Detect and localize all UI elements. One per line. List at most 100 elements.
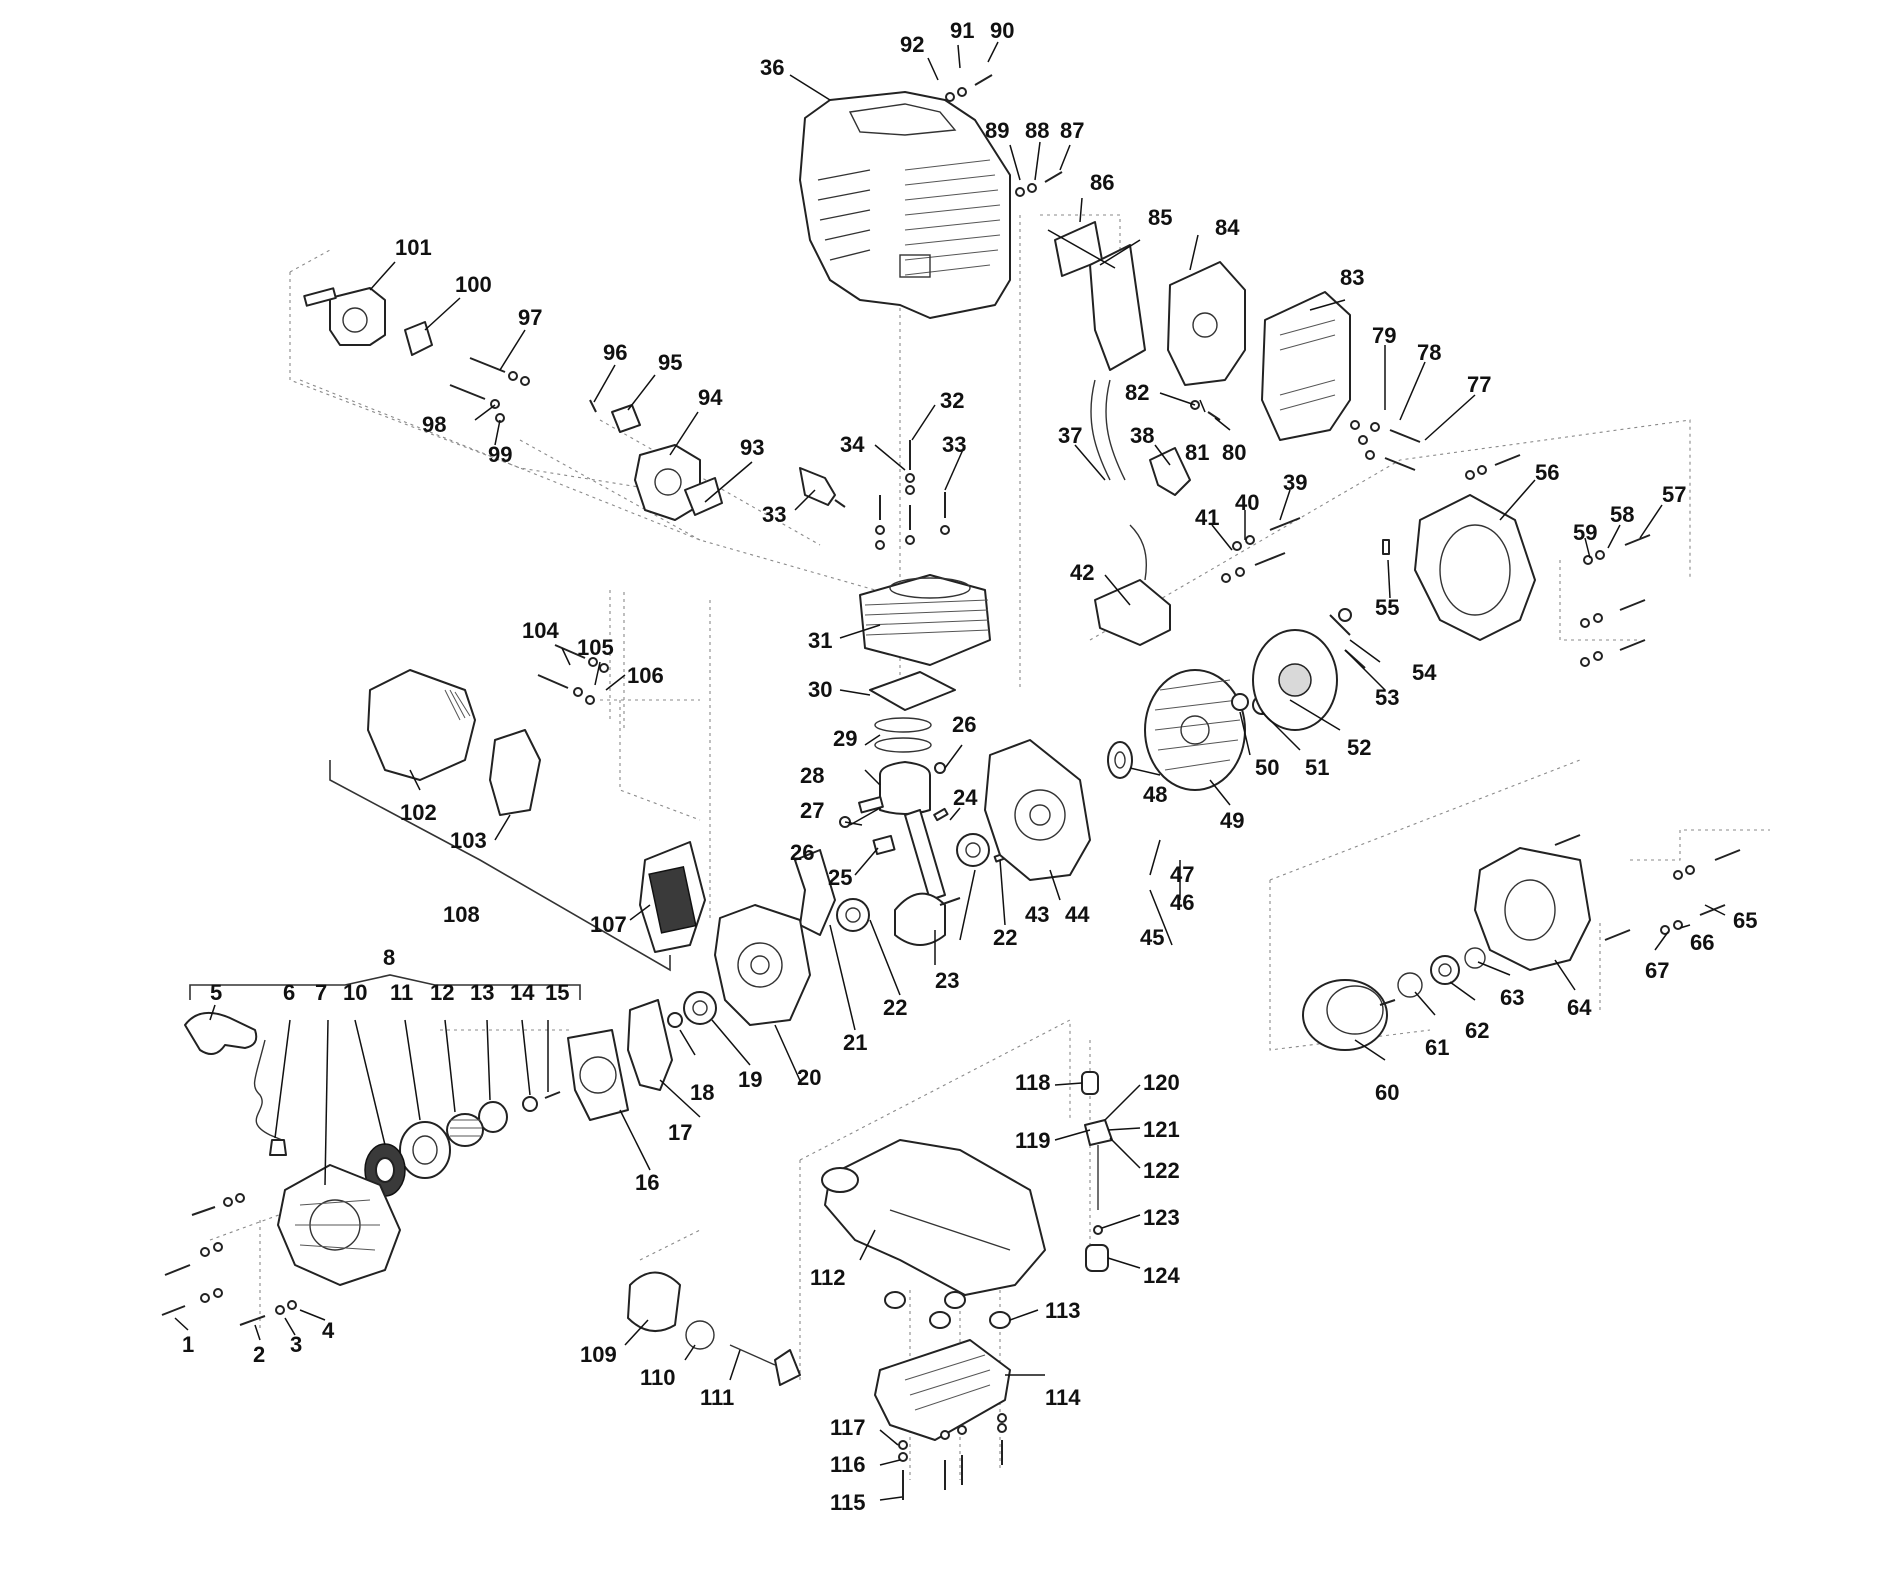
callout-16: 16 — [635, 1170, 659, 1195]
callout-81: 81 — [1185, 440, 1209, 465]
pin-55 — [1382, 539, 1390, 555]
circlip-26-right — [934, 762, 946, 774]
callout-84: 84 — [1215, 215, 1240, 240]
callout-26a: 26 — [790, 840, 814, 865]
spark-plug — [799, 467, 846, 508]
callout-55: 55 — [1375, 595, 1399, 620]
callout-39: 39 — [1283, 470, 1307, 495]
callout-37: 37 — [1058, 423, 1082, 448]
callout-38: 38 — [1130, 423, 1154, 448]
callout-78: 78 — [1417, 340, 1441, 365]
callout-83: 83 — [1340, 265, 1364, 290]
piston-rings — [874, 717, 932, 753]
rope-guide — [269, 1139, 287, 1156]
base-screws — [898, 1413, 1007, 1500]
callout-120: 120 — [1143, 1070, 1180, 1095]
callout-108: 108 — [443, 902, 480, 927]
callout-20: 20 — [797, 1065, 821, 1090]
screws-97-98 — [449, 357, 530, 423]
starter-housing-17 — [627, 999, 673, 1091]
needle-bearing — [872, 834, 896, 856]
fuel-filter-118 — [1081, 1071, 1099, 1095]
ignition-wire — [1090, 379, 1126, 481]
callout-123: 123 — [1143, 1205, 1180, 1230]
cap-seal — [685, 1320, 715, 1350]
callout-46: 46 — [1170, 890, 1194, 915]
tank-base — [874, 1339, 1011, 1441]
starter-cover — [277, 1164, 401, 1286]
clip-95-96 — [589, 399, 641, 433]
head-bolts — [875, 440, 950, 550]
leader-lines — [174, 41, 1726, 1501]
callout-96: 96 — [603, 340, 627, 365]
callout-15: 15 — [545, 980, 569, 1005]
flywheel — [1144, 669, 1246, 791]
callout-27: 27 — [800, 798, 824, 823]
starter-screws — [161, 1193, 297, 1326]
callout-95: 95 — [658, 350, 682, 375]
callout-21: 21 — [843, 1030, 867, 1055]
callout-40: 40 — [1235, 490, 1259, 515]
callout-94: 94 — [698, 385, 723, 410]
callout-10: 10 — [343, 980, 367, 1005]
ignition-coil — [1094, 524, 1171, 646]
callout-45: 45 — [1140, 925, 1164, 950]
callout-114: 114 — [1045, 1385, 1081, 1410]
coil-screws — [1221, 517, 1301, 583]
callout-53: 53 — [1375, 685, 1399, 710]
callout-23: 23 — [935, 968, 959, 993]
callout-102: 102 — [400, 800, 437, 825]
fuel-cap-strap — [729, 1344, 801, 1386]
callout-86: 86 — [1090, 170, 1114, 195]
callout-42: 42 — [1070, 560, 1094, 585]
oil-seal-18 — [667, 1012, 683, 1028]
bearing-22-left — [836, 898, 870, 932]
callout-115: 115 — [830, 1490, 866, 1515]
callout-44: 44 — [1065, 902, 1090, 927]
screws-104-106 — [537, 644, 609, 705]
air-filter-cover — [367, 669, 476, 781]
callout-91: 91 — [950, 18, 974, 43]
group-brackets — [189, 760, 671, 1000]
callout-87: 87 — [1060, 118, 1084, 143]
callout-41: 41 — [1195, 505, 1219, 530]
callout-49: 49 — [1220, 808, 1244, 833]
bearing-22-right — [956, 833, 990, 867]
callout-56: 56 — [1535, 460, 1559, 485]
callout-7: 7 — [315, 980, 327, 1005]
starter-rope — [253, 1039, 283, 1141]
callout-3: 3 — [290, 1332, 302, 1357]
fuel-cap — [627, 1271, 681, 1333]
fuel-tank — [821, 1139, 1046, 1296]
fan-housing — [1414, 494, 1536, 641]
callout-124: 124 — [1143, 1263, 1180, 1288]
spark-plug-boot — [1149, 447, 1191, 496]
pulley-11 — [399, 1121, 451, 1179]
clip-123 — [1093, 1225, 1103, 1235]
callout-32: 32 — [940, 388, 964, 413]
circlip-61 — [1397, 972, 1423, 998]
clutch-assembly — [1252, 629, 1338, 731]
callout-61: 61 — [1425, 1035, 1449, 1060]
callout-8: 8 — [383, 945, 395, 970]
callout-30: 30 — [808, 677, 832, 702]
starter-handle — [184, 1011, 258, 1055]
callout-58: 58 — [1610, 502, 1634, 527]
gasket-16 — [567, 1029, 629, 1121]
callout-103: 103 — [450, 828, 487, 853]
pawl-13 — [478, 1101, 508, 1133]
crankcase-gasket — [794, 849, 836, 936]
callout-17: 17 — [668, 1120, 692, 1145]
heat-shield — [1089, 244, 1146, 371]
callout-34: 34 — [840, 432, 865, 457]
callout-109: 109 — [580, 1342, 617, 1367]
callout-26b: 26 — [952, 712, 976, 737]
bolt-15-washer-14 — [522, 1091, 561, 1112]
callout-77: 77 — [1467, 372, 1491, 397]
callout-11: 11 — [390, 980, 413, 1005]
clutch-housing-screws — [1554, 834, 1741, 941]
callout-36: 36 — [760, 55, 784, 80]
callout-33b: 33 — [942, 432, 966, 457]
callout-93: 93 — [740, 435, 764, 460]
